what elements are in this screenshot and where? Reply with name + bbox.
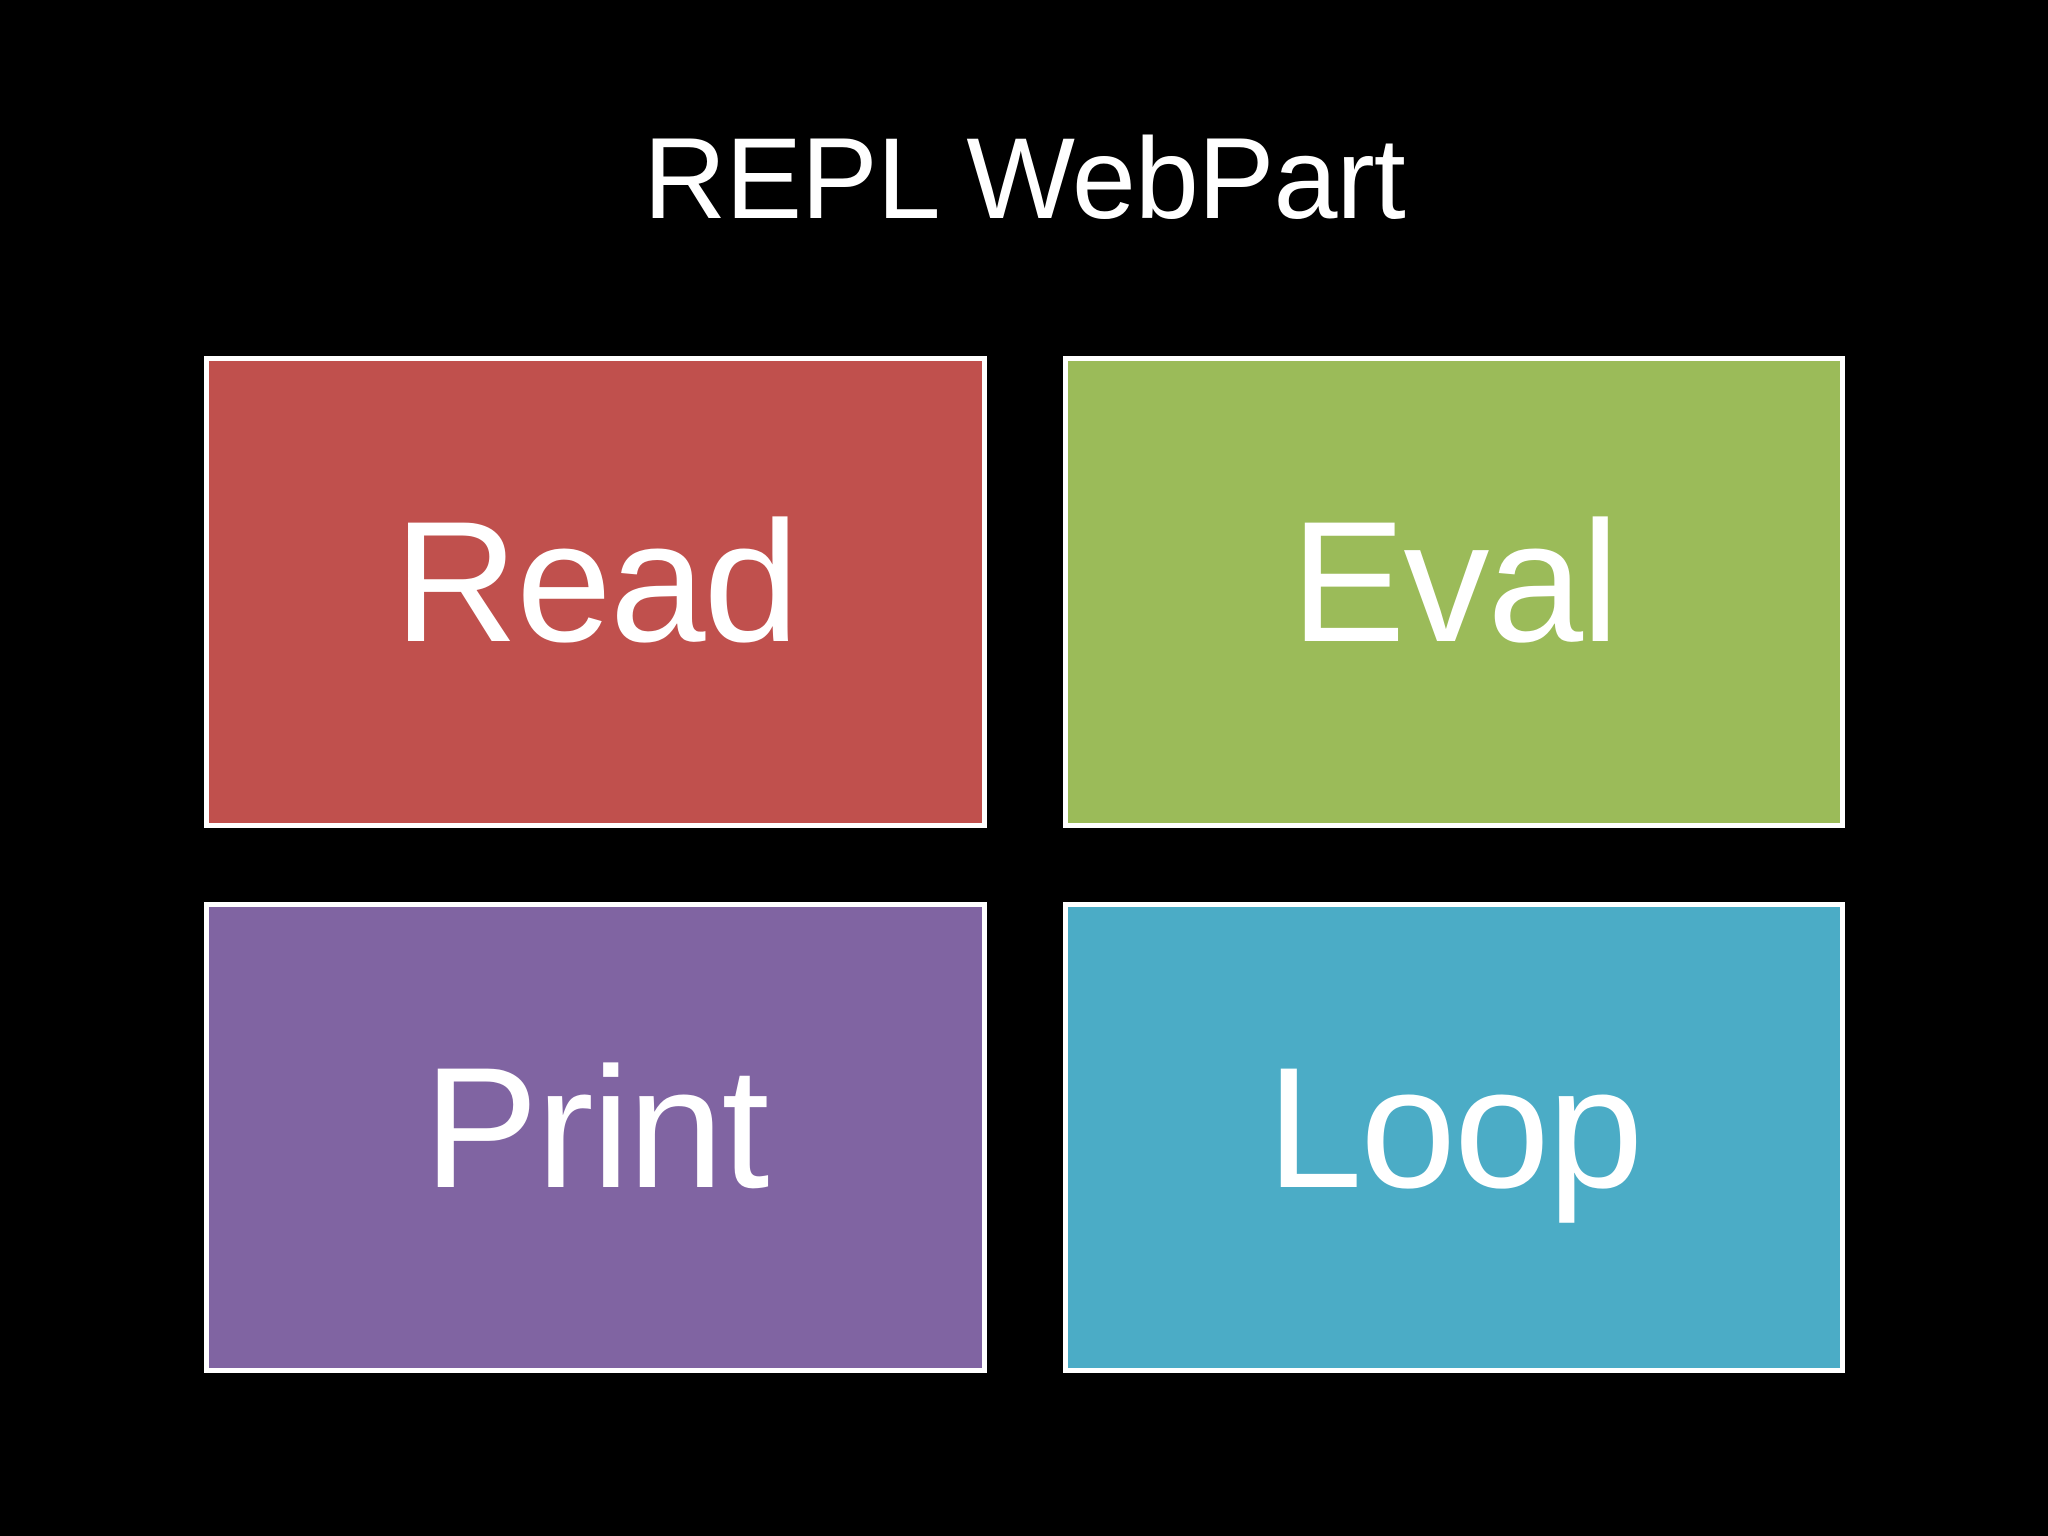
print-box-label: Print — [423, 1031, 770, 1224]
loop-box-label: Loop — [1266, 1031, 1644, 1224]
eval-box: Eval — [1063, 356, 1845, 828]
loop-box: Loop — [1063, 902, 1845, 1373]
eval-box-label: Eval — [1290, 486, 1620, 678]
print-box: Print — [204, 902, 987, 1373]
slide-title: REPL WebPart — [643, 115, 1405, 243]
read-box: Read — [204, 356, 987, 828]
read-box-label: Read — [393, 486, 799, 678]
